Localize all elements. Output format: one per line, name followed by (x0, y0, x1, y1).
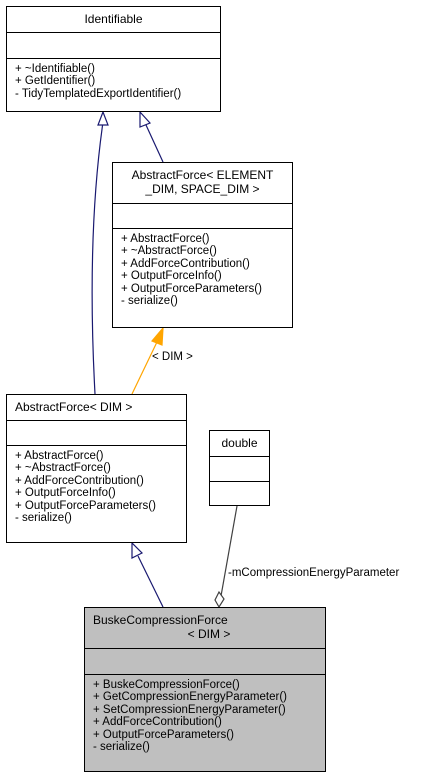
method: + GetCompressionEnergyParameter() (93, 691, 287, 704)
class-buske-compression-force-name: BuskeCompressionForce < DIM > (85, 608, 325, 648)
method: + OutputForceInfo() (121, 270, 222, 283)
edge-usage-double-buske (220, 505, 238, 597)
member-relation-label: -mCompressionEnergyParameter (228, 567, 400, 579)
method: + OutputForceParameters() (121, 282, 262, 295)
class-name-line2: < DIM > (187, 627, 231, 641)
inherit-arrowhead-1 (97, 110, 109, 126)
method: + AbstractForce() (121, 233, 210, 245)
class-name-line2: _DIM, SPACE_DIM > (145, 182, 260, 196)
edge-inherit-identifiable-elem (145, 124, 164, 163)
method: + OutputForceParameters() (93, 728, 234, 741)
method: + OutputForceParameters() (15, 499, 156, 512)
method: - TidyTemplatedExportIdentifier() (15, 87, 182, 100)
method: + AddForceContribution() (121, 257, 250, 270)
method: + ~AbstractForce() (15, 462, 111, 475)
class-name-line1: AbstractForce< ELEMENT (131, 168, 274, 182)
method: + BuskeCompressionForce() (93, 679, 240, 691)
class-abstract-force-dim-name: AbstractForce< DIM > (15, 400, 133, 414)
method: - serialize() (121, 295, 178, 308)
class-double-attributes (210, 456, 269, 481)
class-abstract-force-dim-attributes (7, 420, 186, 445)
method: - serialize() (93, 741, 150, 754)
inherit-arrowhead-2 (139, 110, 152, 128)
class-identifiable-attributes (7, 32, 220, 58)
class-double[interactable]: double (209, 430, 270, 506)
class-identifiable[interactable]: Identifiable + ~Identifiable() + GetIden… (6, 6, 221, 112)
class-identifiable-methods: + ~Identifiable() + GetIdentifier() - Ti… (7, 58, 220, 111)
class-abstract-force-dim[interactable]: AbstractForce< DIM > + AbstractForce() +… (6, 394, 187, 543)
method: + OutputForceInfo() (15, 487, 116, 500)
class-buske-compression-force[interactable]: BuskeCompressionForce < DIM > + BuskeCom… (84, 607, 326, 772)
edge-template-binding (131, 341, 158, 395)
edge-inherit-dim-buske (137, 555, 164, 608)
class-abstract-force-template-name: AbstractForce< ELEMENT _DIM, SPACE_DIM > (113, 163, 292, 203)
class-abstract-force-template[interactable]: AbstractForce< ELEMENT _DIM, SPACE_DIM >… (112, 162, 293, 328)
method: + ~AbstractForce() (121, 245, 217, 258)
method: + SetCompressionEnergyParameter() (93, 703, 286, 716)
class-abstract-force-template-methods: + AbstractForce() + ~AbstractForce() + A… (113, 228, 292, 327)
method: + AddForceContribution() (93, 716, 222, 729)
method: + AddForceContribution() (15, 474, 144, 487)
method: - serialize() (15, 512, 72, 525)
class-abstract-force-dim-methods: + AbstractForce() + ~AbstractForce() + A… (7, 445, 186, 542)
class-double-methods (210, 481, 269, 505)
class-identifiable-name: Identifiable (84, 12, 143, 26)
class-buske-compression-force-methods: + BuskeCompressionForce() + GetCompressi… (85, 674, 325, 771)
class-double-name: double (221, 436, 258, 450)
inherit-arrowhead-3 (131, 541, 144, 559)
class-buske-compression-force-attributes (85, 648, 325, 674)
method: + AbstractForce() (15, 450, 104, 462)
template-arrowhead (151, 326, 164, 346)
method: + ~Identifiable() (15, 63, 95, 75)
aggregation-diamond (214, 590, 225, 609)
template-binding-label: < DIM > (152, 351, 193, 363)
class-abstract-force-template-attributes (113, 203, 292, 228)
edge-inherit-identifiable-dim (91, 121, 104, 395)
class-name-line1: BuskeCompressionForce (93, 613, 228, 627)
method: + GetIdentifier() (15, 75, 96, 88)
